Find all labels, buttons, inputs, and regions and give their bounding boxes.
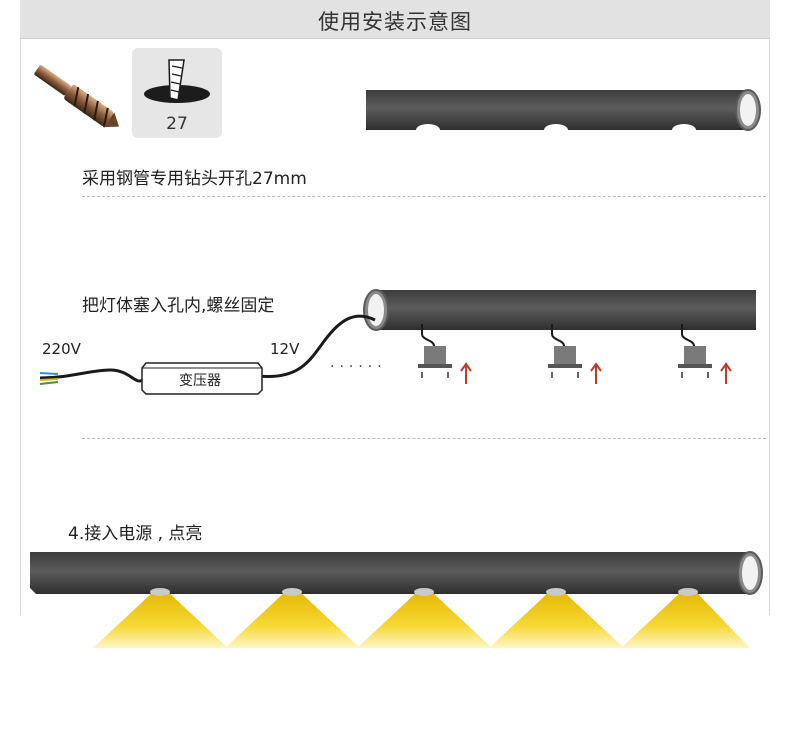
ellipsis: ...... (330, 355, 387, 371)
pipe-with-holes (366, 89, 761, 136)
drill-bit-image (34, 65, 119, 128)
output-voltage-label: 12V (270, 340, 300, 358)
title-bar: 使用安装示意图 (20, 0, 770, 39)
light-beam (225, 588, 360, 648)
light-beam (93, 588, 228, 648)
power-cable (39, 314, 376, 385)
drilled-hole (544, 124, 568, 136)
drill-size-number: 27 (166, 114, 188, 134)
input-voltage-label: 220V (42, 340, 81, 358)
drilled-hole (672, 124, 696, 136)
step1-text: 采用钢管专用钻头开孔27mm (82, 169, 307, 189)
step1-divider (82, 196, 766, 197)
light-fixtures (417, 323, 732, 385)
step2-divider (82, 438, 766, 439)
light-beam (357, 588, 492, 648)
light-beam (621, 588, 750, 648)
drilled-hole (416, 124, 440, 136)
step2-text: 把灯体塞入孔内,螺丝固定 (82, 296, 275, 316)
lit-pipe (30, 551, 763, 648)
transformer-box (141, 362, 263, 395)
diagram-title: 使用安装示意图 (318, 10, 472, 34)
light-fixture (677, 323, 732, 385)
light-fixture (417, 323, 472, 385)
drilled-hole-icon (144, 59, 210, 103)
light-fixture (547, 323, 602, 385)
light-beam (489, 588, 624, 648)
step4-text: 4.接入电源 , 点亮 (68, 524, 203, 544)
diagram-frame (20, 0, 770, 615)
transformer-label: 变压器 (179, 373, 221, 389)
pipe-mounted (363, 289, 756, 331)
drill-size-card: 27 (132, 48, 222, 138)
